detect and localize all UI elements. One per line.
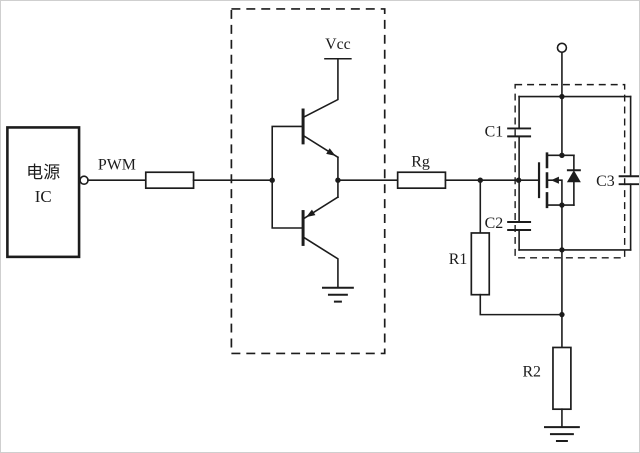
r2-resistor — [552, 346, 572, 411]
c2-label: C2 — [485, 215, 504, 232]
junction-dot — [559, 247, 565, 253]
wire-base-tie — [271, 125, 304, 229]
capacitor-c3: C3 — [596, 95, 639, 251]
pwm-resistor — [144, 171, 195, 190]
rg-resistor — [396, 171, 447, 190]
power-ic-label-line2: IC — [35, 187, 52, 206]
pnp-transistor — [301, 196, 340, 289]
capacitor-c2: C2 — [485, 179, 532, 251]
junction-dot — [515, 177, 522, 183]
c2-plates — [507, 221, 532, 231]
drain-supply-terminal — [556, 42, 568, 54]
c1-label: C1 — [485, 123, 504, 140]
npn-transistor — [301, 57, 340, 159]
r1-bottom-lead — [479, 293, 563, 316]
body-diode-triangle-icon — [566, 170, 581, 183]
ground-icon-main — [544, 426, 580, 443]
npn-emitter-arrow-icon — [326, 148, 336, 156]
mosfet-body-arrow-icon — [550, 176, 559, 184]
power-ic-box — [6, 126, 81, 259]
capacitor-c1: C1 — [485, 95, 532, 182]
pnp-collector-wire — [301, 235, 339, 289]
gate-resistor: Rg — [337, 153, 540, 190]
r2-label: R2 — [522, 363, 541, 380]
mosfet-body-tie — [546, 179, 563, 206]
ic-output-terminal — [79, 175, 89, 185]
junction-dot — [559, 202, 565, 208]
npn-collector-wire — [302, 57, 339, 119]
pwm-label: PWM — [98, 156, 136, 173]
junction-dot — [477, 177, 483, 183]
mosfet-dashed-box — [514, 83, 626, 259]
junction-dot — [559, 152, 565, 159]
resistor-r2: R2 — [522, 346, 580, 443]
mosfet — [537, 152, 581, 209]
vcc-label: Vcc — [325, 36, 351, 53]
pwm-input: PWM — [87, 156, 274, 190]
c1-plates — [507, 127, 532, 138]
pnp-emitter-arrow-icon — [306, 209, 316, 218]
junction-dot — [559, 93, 565, 100]
mosfet-network: C1 C2 C3 — [485, 42, 639, 349]
junction-dot — [335, 177, 341, 183]
driver-stage: Vcc — [230, 8, 386, 355]
junction-dot — [559, 311, 565, 318]
driver-stage-dashed-box — [230, 8, 386, 355]
c3-label: C3 — [596, 173, 615, 190]
junction-dot — [269, 177, 275, 183]
r1-resistor — [470, 232, 491, 296]
power-ic: 电源 IC — [6, 126, 89, 259]
power-ic-label-line1: 电源 — [26, 163, 60, 182]
resistor-r1: R1 — [449, 179, 563, 316]
junction-dots — [269, 93, 565, 318]
c3-plates — [618, 175, 639, 186]
rg-label: Rg — [411, 153, 430, 170]
r1-label: R1 — [449, 251, 468, 268]
ground-icon-driver — [321, 286, 354, 303]
